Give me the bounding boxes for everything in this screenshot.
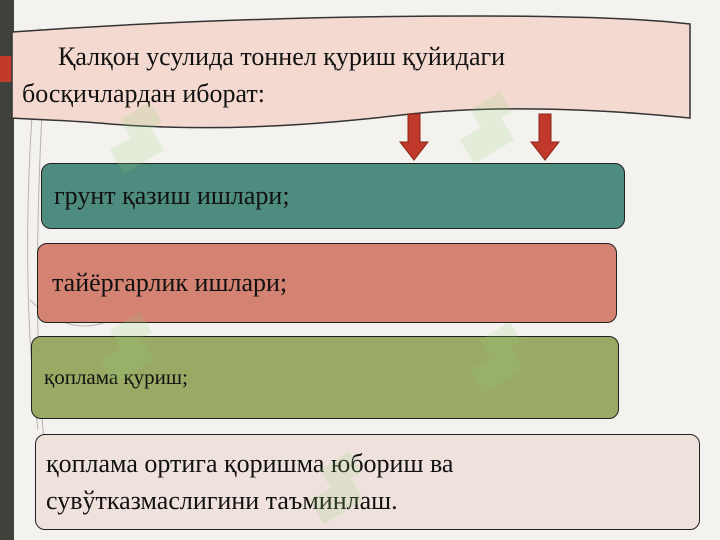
down-arrow-icon xyxy=(530,113,560,161)
step-label: грунт қазиш ишлари; xyxy=(54,181,290,210)
step-box-4: қоплама ортига қоришма юбориш ва сувўтка… xyxy=(35,434,700,530)
step-label: тайёргарлик ишлари; xyxy=(52,268,288,297)
step-label: қоплама қуриш; xyxy=(44,365,188,389)
left-decor-bar xyxy=(0,0,14,540)
down-arrow-icon xyxy=(399,113,429,161)
left-decor-accent xyxy=(0,56,14,82)
banner-text: Қалқон усулида тоннел қуриш қуйидаги бос… xyxy=(22,42,506,108)
title-banner xyxy=(11,15,691,129)
step-box-1: грунт қазиш ишлари; xyxy=(41,163,625,229)
step-label: қоплама ортига қоришма юбориш ва сувўтка… xyxy=(46,449,454,515)
step-box-3: қоплама қуриш; xyxy=(31,336,619,419)
step-box-2: тайёргарлик ишлари; xyxy=(37,243,617,323)
